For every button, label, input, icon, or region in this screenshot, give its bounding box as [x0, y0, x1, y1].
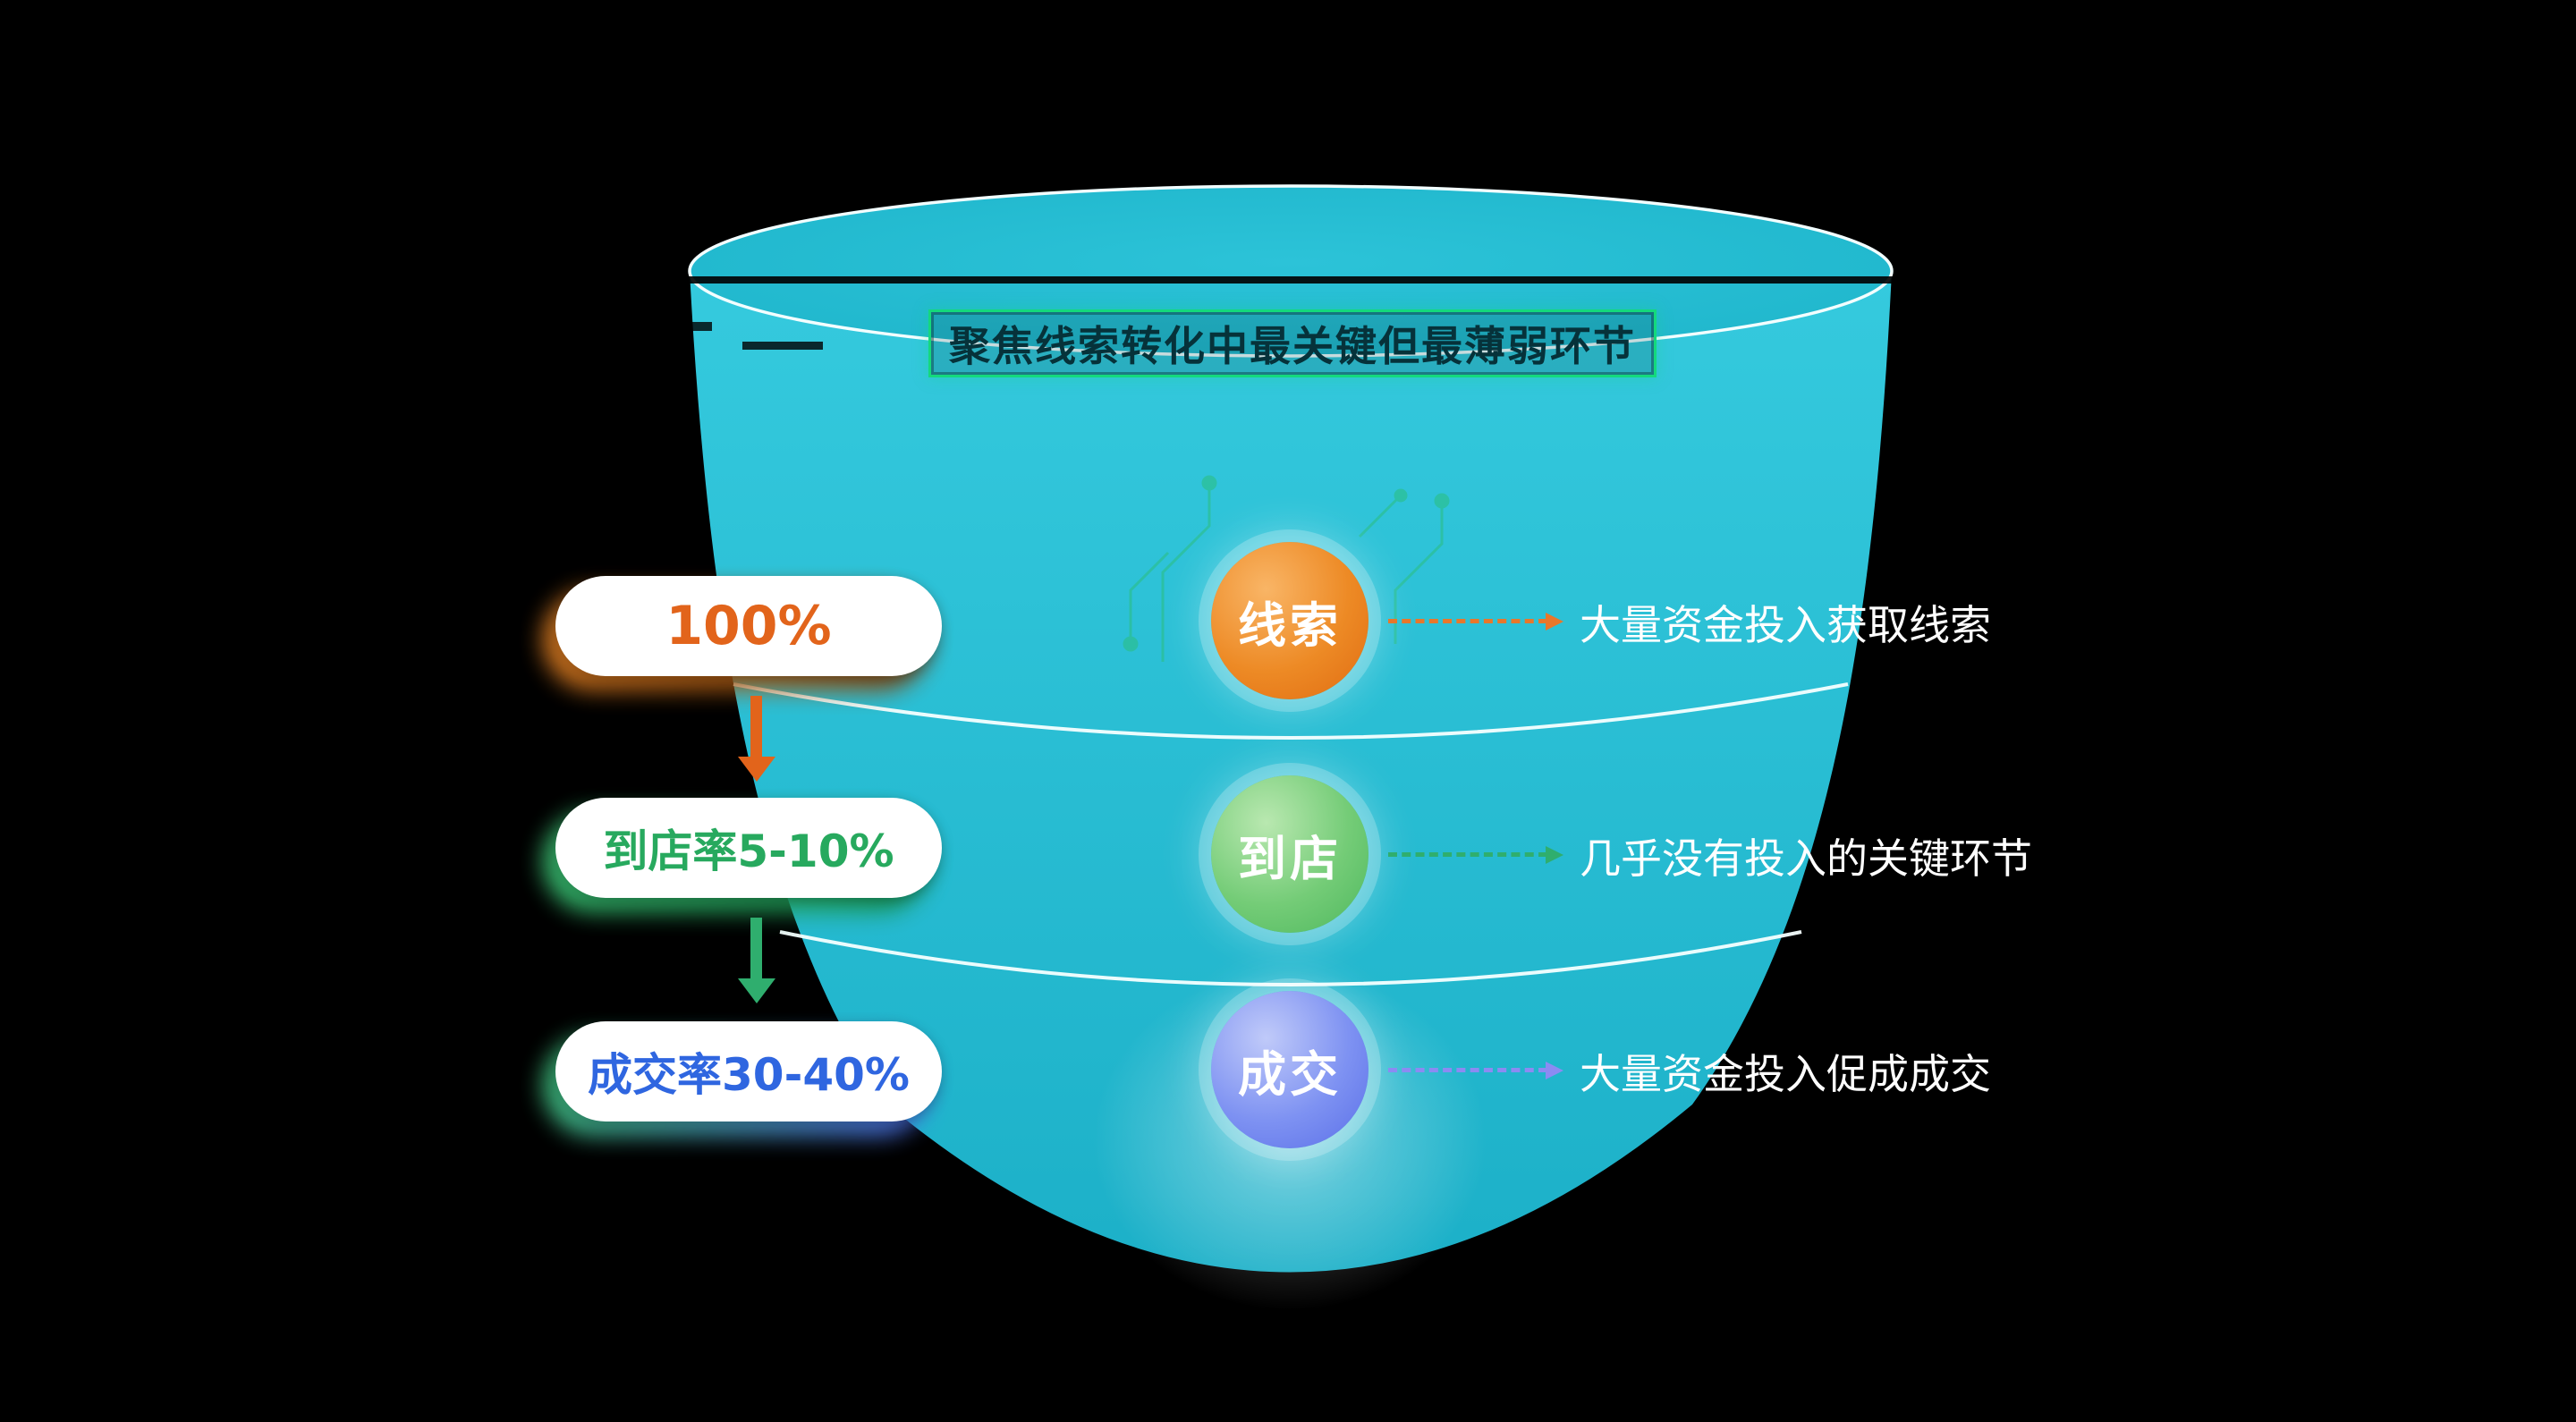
annotation-text: 大量资金投入获取线索 — [1580, 601, 1991, 649]
glitch-mark — [626, 351, 680, 358]
dashed-arrow-icon — [1388, 613, 1563, 631]
annotation-leads: 大量资金投入获取线索 — [1580, 593, 1991, 652]
separator-arc-2 — [779, 930, 1802, 986]
title-banner: 聚焦线索转化中最关键但最薄弱环节 — [928, 309, 1657, 377]
node-label: 成交 — [1238, 1045, 1342, 1103]
annotation-visit: 几乎没有投入的关键环节 — [1580, 826, 2032, 885]
pill-face: 到店率5-10% — [555, 798, 942, 898]
title-banner-text: 聚焦线索转化中最关键但最薄弱环节 — [949, 322, 1636, 370]
node-label: 到店 — [1238, 830, 1342, 887]
down-arrow-icon — [750, 696, 762, 758]
funnel-body — [690, 271, 1892, 1273]
glitch-mark — [742, 342, 823, 350]
circuit-decoration — [1123, 475, 1450, 662]
annotation-deal: 大量资金投入促成成交 — [1580, 1042, 1991, 1101]
annotation-text: 几乎没有投入的关键环节 — [1580, 834, 2032, 883]
dashed-arrow-icon — [1388, 846, 1563, 864]
rate-pill-visit: 到店率5-10% — [543, 798, 942, 912]
pill-face: 100% — [555, 576, 942, 676]
funnel-node-leads: 线索 — [1211, 542, 1368, 699]
rate-pill-deal: 成交率30-40% — [543, 1021, 942, 1136]
node-label: 线索 — [1238, 597, 1342, 654]
pill-label: 100% — [665, 595, 832, 657]
dashed-arrow-icon — [1388, 1062, 1563, 1079]
annotation-text: 大量资金投入促成成交 — [1580, 1050, 1991, 1098]
funnel-rim — [688, 184, 1894, 358]
glitch-mark — [605, 322, 712, 331]
funnel-node-deal: 成交 — [1211, 991, 1368, 1148]
funnel-node-visit: 到店 — [1211, 775, 1368, 933]
scan-line — [477, 276, 2087, 284]
rate-pill-leads: 100% — [543, 576, 942, 690]
pill-face: 成交率30-40% — [555, 1021, 942, 1122]
separator-arc-1 — [733, 682, 1849, 740]
pill-label: 成交率30-40% — [587, 1049, 910, 1101]
pill-label: 到店率5-10% — [603, 825, 894, 877]
down-arrow-icon — [750, 918, 762, 980]
